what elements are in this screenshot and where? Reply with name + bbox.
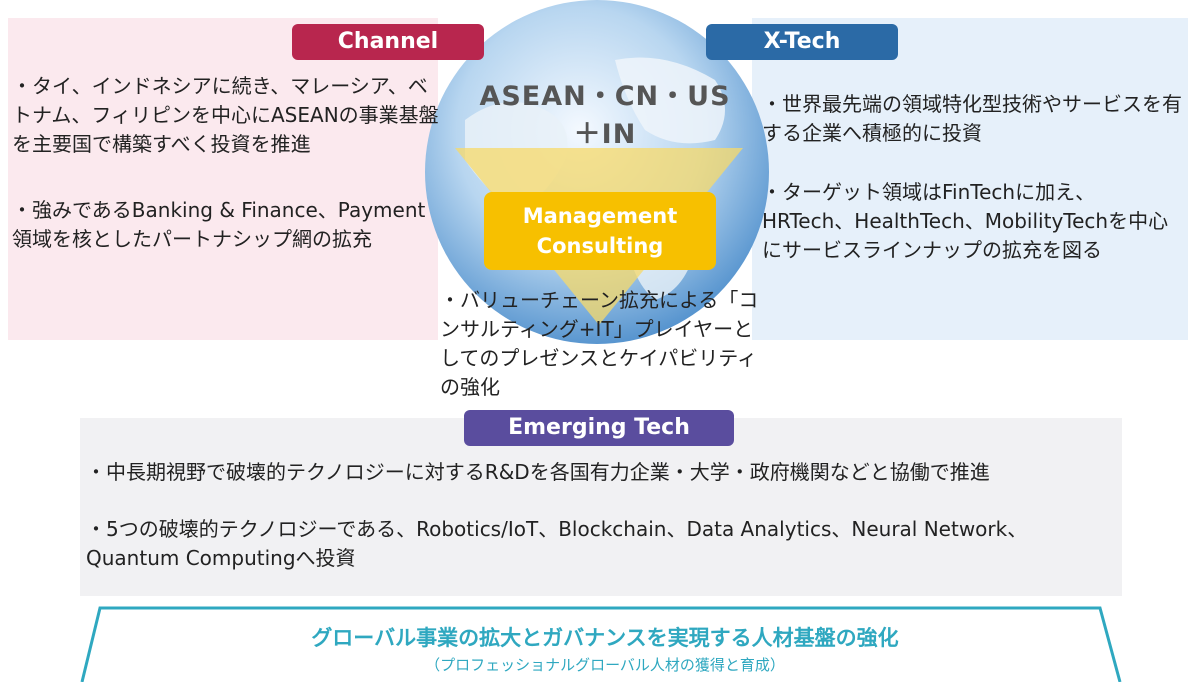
mc-line-2: Consulting — [536, 234, 664, 258]
xtech-label: X-Tech — [706, 24, 898, 60]
xtech-bullet-1: ・世界最先端の領域特化型技術やサービスを有する企業へ積極的に投資 — [762, 92, 1182, 145]
emerging-bullet-2: ・5つの破壊的テクノロジーである、Robotics/IoT、Blockchain… — [86, 517, 1028, 570]
region-line-1: ASEAN・CN・US — [479, 81, 731, 112]
consulting-bullet: ・バリューチェーン拡充による「コンサルティング+IT」プレイヤーとしてのプレゼン… — [440, 288, 759, 399]
emerging-tech-label: Emerging Tech — [464, 410, 734, 446]
xtech-panel — [752, 18, 1188, 340]
foundation-title: グローバル事業の拡大とガバナンスを実現する人材基盤の強化 — [311, 626, 899, 650]
emerging-tech-panel — [80, 418, 1122, 596]
region-line-2: ＋IN — [573, 119, 637, 150]
channel-bullet-1: ・タイ、インドネシアに続き、マレーシア、ベトナム、フィリピンを中心にASEANの… — [12, 74, 439, 156]
xtech-bullet-2: ・ターゲット領域はFinTechに加え、HRTech、HealthTech、Mo… — [762, 180, 1169, 262]
foundation-frame — [80, 606, 1122, 682]
channel-bullet-2: ・強みであるBanking & Finance、Payment領域を核としたパー… — [12, 198, 426, 251]
mc-line-1: Management — [522, 204, 678, 228]
foundation-subtitle: （プロフェッショナルグローバル人材の獲得と育成） — [425, 656, 785, 674]
region-label: ASEAN・CN・US ＋IN — [460, 78, 750, 154]
management-consulting-box: Management Consulting — [484, 192, 716, 270]
channel-label: Channel — [292, 24, 484, 60]
emerging-bullet-1: ・中長期視野で破壊的テクノロジーに対するR&Dを各国有力企業・大学・政府機関など… — [86, 460, 990, 484]
channel-panel — [8, 18, 438, 340]
